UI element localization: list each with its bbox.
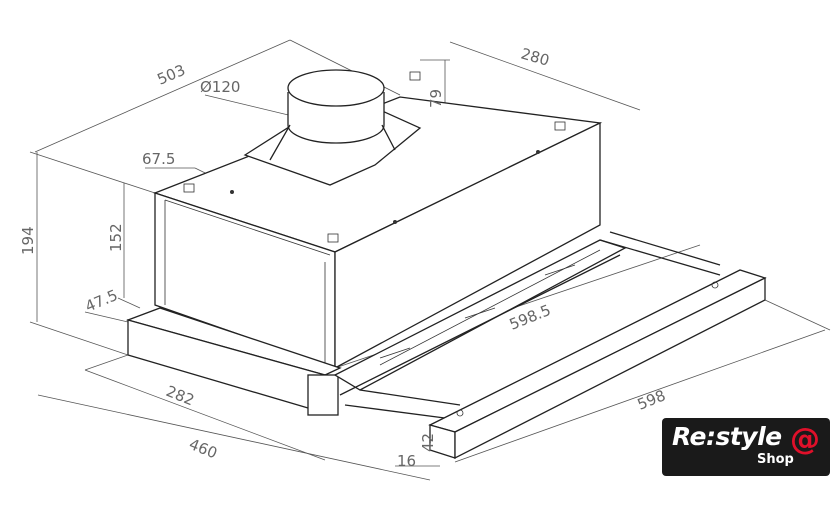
dim-47-5: 47.5	[83, 286, 121, 316]
dim-194: 194	[19, 226, 37, 255]
dim-460: 460	[187, 435, 220, 462]
restyle-shop-logo: Re:style @ Shop	[662, 418, 830, 476]
front-bar	[428, 269, 767, 460]
dim-16: 16	[397, 452, 416, 470]
dim-79: 79	[427, 89, 445, 108]
dim-152: 152	[107, 223, 125, 252]
logo-sub-text: Shop	[757, 452, 794, 467]
dim-282: 282	[164, 382, 197, 409]
dim-duct-diameter: Ø120	[200, 78, 240, 96]
slide-rails	[333, 231, 721, 421]
dim-42: 42	[419, 433, 437, 452]
logo-at-symbol: @	[790, 422, 820, 457]
hood-body	[153, 96, 603, 370]
base-strip	[125, 307, 342, 416]
screws	[183, 71, 719, 417]
dim-280: 280	[519, 45, 551, 70]
dim-503: 503	[155, 61, 188, 89]
duct-collar	[243, 69, 422, 186]
logo-main-text: Re:style	[672, 422, 782, 451]
dim-598: 598	[635, 386, 668, 413]
dim-67-5: 67.5	[142, 150, 175, 168]
